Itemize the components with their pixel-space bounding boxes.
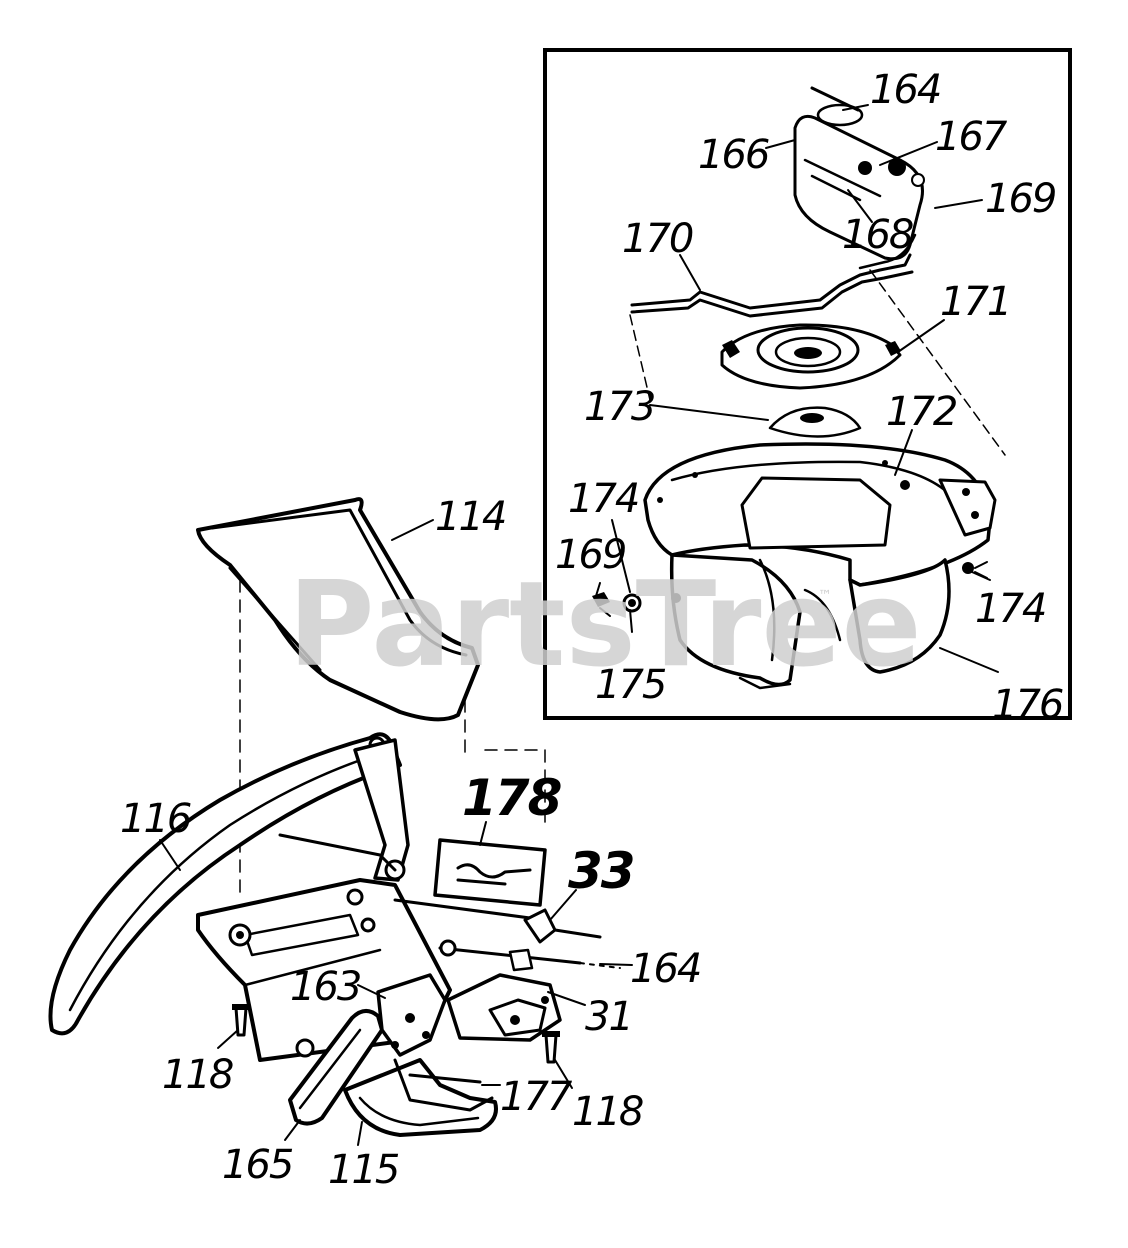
callout-172: 172 — [886, 389, 956, 435]
callout-170: 170 — [622, 216, 693, 262]
lower-bracket — [343, 1058, 498, 1137]
washer — [768, 406, 862, 438]
trademark-mark: ™ — [818, 588, 832, 604]
chute-flange — [720, 323, 902, 390]
callout-176: 176 — [992, 682, 1063, 728]
callout-171: 171 — [940, 279, 1010, 325]
callout-177: 177 — [500, 1074, 573, 1120]
callout-33: 33 — [568, 842, 634, 900]
callout-168: 168 — [842, 212, 913, 258]
main-leaders — [159, 519, 633, 1146]
cable-rods — [393, 898, 621, 972]
callout-175: 175 — [595, 662, 666, 708]
callout-167: 167 — [935, 114, 1008, 160]
callout-116: 116 — [120, 796, 191, 842]
watermark: PartsTree — [288, 555, 922, 693]
cable-bracket-178 — [433, 838, 547, 907]
screw-118-left — [232, 1004, 250, 1037]
callout-115: 115 — [328, 1147, 399, 1193]
callout-174-left: 174 — [568, 476, 638, 522]
inset-leaders — [595, 104, 1006, 673]
callout-114: 114 — [435, 494, 505, 540]
lock-plate-31 — [446, 973, 562, 1042]
control-lever — [288, 973, 494, 1126]
callout-31: 31 — [585, 994, 632, 1040]
callout-163: 163 — [290, 964, 360, 1010]
inset-frame — [543, 48, 1072, 720]
callout-164-main: 164 — [630, 946, 700, 992]
callout-169-left: 169 — [555, 532, 625, 578]
callout-174-right: 174 — [975, 586, 1045, 632]
callout-169-inset: 169 — [985, 176, 1055, 222]
callout-118-left: 118 — [162, 1052, 233, 1098]
pivot-arm — [278, 738, 410, 882]
callout-178: 178 — [462, 769, 561, 827]
inset-hardware-right — [962, 561, 988, 579]
chute-rod — [630, 253, 914, 318]
callout-173: 173 — [584, 384, 654, 430]
chute-housing — [643, 442, 997, 690]
callout-164-inset: 164 — [870, 67, 940, 113]
screw-118-right — [542, 1031, 560, 1064]
callout-166: 166 — [698, 132, 769, 178]
chute-lock-bracket — [793, 86, 925, 270]
callout-118-right: 118 — [572, 1089, 643, 1135]
callout-165: 165 — [222, 1142, 293, 1188]
